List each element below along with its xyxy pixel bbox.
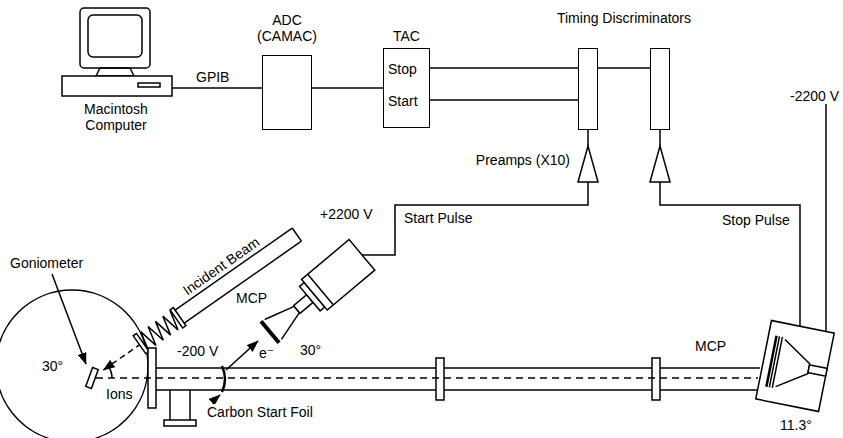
flight-tube <box>156 367 760 369</box>
annotation-label: Ions <box>104 386 134 402</box>
tac-box: TACStopStart <box>383 28 430 128</box>
annotation-label: 30° <box>298 342 323 358</box>
computer-icon <box>62 8 172 96</box>
cable-label: Stop Pulse <box>720 212 792 228</box>
annotation-label: e⁻ <box>257 345 276 361</box>
node-heading: Timing Discriminators <box>538 10 710 26</box>
pump-port-flange <box>164 420 196 426</box>
node-heading: MCP <box>695 338 735 354</box>
start-mcp-detector <box>257 240 375 348</box>
box-outline <box>650 48 670 130</box>
preamp-symbol <box>650 146 670 182</box>
computer: Macintosh Computer <box>60 5 172 145</box>
cable-label: Start Pulse <box>402 210 474 226</box>
signal-wire <box>799 318 801 326</box>
annotation-label: -2200 V <box>788 88 841 104</box>
computer-base <box>62 76 172 96</box>
pump-port <box>169 390 171 420</box>
signal-cable <box>430 99 578 101</box>
annotation-label: 11.3° <box>778 417 814 433</box>
incident-beam-path <box>103 344 141 370</box>
ion-path <box>96 377 758 379</box>
annotation-label: Goniometer <box>8 255 85 271</box>
signal-wire <box>362 254 380 256</box>
node-heading: TAC <box>373 28 440 44</box>
annotation-label: Carbon Start Foil <box>205 404 315 420</box>
flange <box>436 358 444 400</box>
box-outline <box>383 48 430 128</box>
stop-mcp-detector <box>756 321 834 412</box>
angle-arc <box>108 367 112 379</box>
box-outline <box>578 48 598 130</box>
discriminator-pair: Timing Discriminators <box>578 10 670 130</box>
annotation-label: +2200 V <box>318 206 375 222</box>
annotation-label: -200 V <box>175 343 220 359</box>
node-heading: MCP <box>236 290 270 306</box>
node-heading: ADC (CAMAC) <box>247 12 327 44</box>
signal-cable <box>430 67 578 69</box>
screen <box>88 15 142 57</box>
signal-cable <box>659 130 661 146</box>
node-text: Stop <box>388 61 428 77</box>
signal-cable <box>172 87 262 89</box>
signal-cable <box>587 130 589 146</box>
target-chamber <box>0 290 148 438</box>
node-heading: Preamps (X10) <box>466 152 570 168</box>
annotation-label: 30° <box>40 358 65 374</box>
preamp-symbol <box>578 146 598 182</box>
node-heading: Macintosh Computer <box>66 101 166 133</box>
signal-cable <box>660 182 800 318</box>
box-outline <box>262 55 312 130</box>
adc-box: ADC (CAMAC) <box>262 12 312 130</box>
electron-path <box>226 341 258 370</box>
flight-tube <box>156 389 760 391</box>
carbon-foil <box>222 366 225 392</box>
annotation-label: Incident Beam <box>178 233 264 300</box>
stop-wire <box>598 67 650 69</box>
drive-slot <box>138 83 160 87</box>
incident-beam-tube <box>97 226 303 379</box>
high-voltage-wire <box>825 104 827 331</box>
monitor <box>80 8 150 68</box>
signal-cable <box>312 87 383 89</box>
flange <box>652 358 660 400</box>
leader-line <box>52 274 86 364</box>
monitor-stand <box>96 68 134 76</box>
node-text: Start <box>388 93 428 109</box>
signal-cable <box>380 182 588 255</box>
pump-port <box>189 390 191 420</box>
cable-label: GPIB <box>194 69 231 85</box>
stop-mcp: MCP <box>752 318 838 414</box>
preamp-pair: Preamps (X10) <box>578 146 670 182</box>
leader-line <box>213 395 220 401</box>
